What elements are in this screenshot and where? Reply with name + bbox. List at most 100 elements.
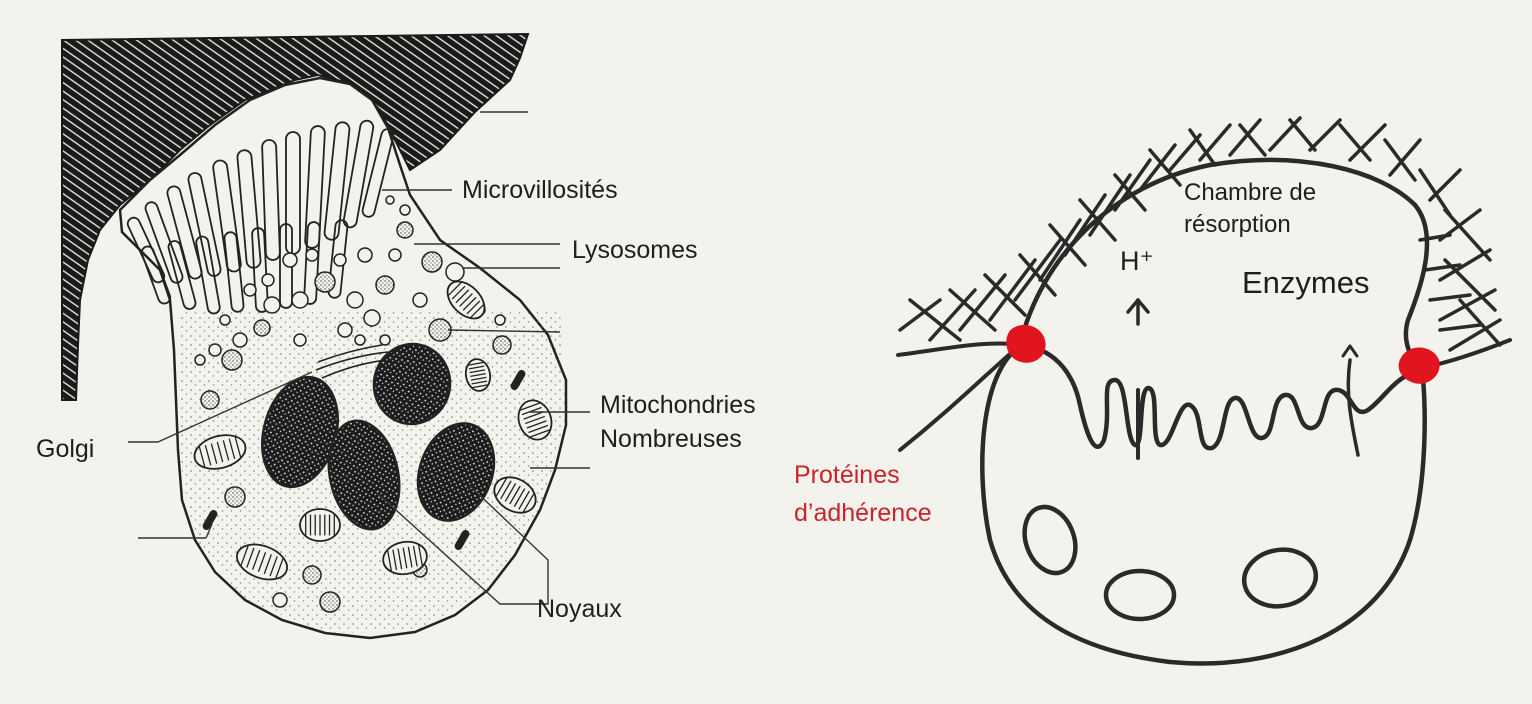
resorption-chamber-outline: [1017, 157, 1430, 371]
adhesion-protein-right: [1398, 347, 1440, 384]
microvillus: [361, 128, 395, 218]
vesicle: [272, 592, 288, 608]
label-resorption-chamber: Chambre de résorption: [1184, 178, 1316, 240]
mitochondrion: [382, 540, 428, 576]
mitochondrion: [493, 476, 537, 514]
microvillus: [342, 119, 375, 229]
vesicle: [421, 251, 443, 273]
hatch-stroke: [1288, 118, 1317, 152]
vesicle: [194, 354, 206, 366]
hatch-stroke: [1038, 218, 1082, 282]
hatch-stroke: [908, 298, 962, 342]
small-organelle: [454, 530, 470, 550]
vesicle: [412, 292, 428, 308]
vesicle: [399, 204, 411, 216]
label-nuclei: Noyaux: [537, 595, 622, 623]
microvillus: [251, 227, 269, 313]
bone-crosshatch: [898, 116, 1502, 352]
microvillus: [140, 245, 172, 305]
vesicle: [293, 333, 307, 347]
vesicle: [354, 334, 366, 346]
vesicle: [375, 275, 395, 295]
vesicle: [261, 273, 275, 287]
hatch-stroke: [1018, 253, 1057, 297]
small-organelle: [202, 510, 218, 530]
vesicle: [243, 283, 257, 297]
resorption-schematic: [896, 116, 1512, 666]
hatch-stroke: [1443, 208, 1492, 262]
nucleus-1: [1022, 504, 1078, 576]
vesicle: [445, 262, 465, 282]
microvillus: [303, 221, 321, 305]
hatch-stroke: [1308, 118, 1342, 152]
vesicle: [428, 318, 452, 342]
hatch-stroke: [1418, 168, 1452, 217]
microvillus: [212, 159, 242, 273]
label-chamber-line1: Chambre de: [1184, 179, 1317, 206]
vesicle: [494, 314, 506, 326]
vesicle: [363, 309, 381, 327]
mitochondrion: [464, 358, 492, 392]
vesicle: [219, 314, 231, 326]
hatch-stroke: [988, 258, 1037, 322]
hatch-stroke: [1448, 318, 1502, 352]
label-chamber-line2: résorption: [1184, 211, 1291, 238]
hatch-stroke: [1268, 116, 1302, 152]
vesicle: [291, 291, 309, 309]
hatch-stroke: [1443, 258, 1497, 312]
hatch-stroke: [1438, 323, 1482, 332]
vesicle: [346, 291, 364, 309]
proton-arrow: [1126, 298, 1150, 460]
vesicle: [314, 271, 336, 293]
enzyme-arrow: [1341, 344, 1360, 457]
vesicle: [379, 334, 391, 346]
vesicle: [224, 486, 246, 508]
mitochondrion: [517, 399, 553, 441]
vesicle: [337, 322, 353, 338]
mitochondrion: [299, 508, 341, 542]
vesicle: [396, 221, 414, 239]
vesicle: [263, 296, 281, 314]
vesicle: [333, 253, 347, 267]
label-enzymes: Enzymes: [1242, 265, 1370, 300]
vesicle: [388, 248, 402, 262]
hatch-stroke: [983, 273, 1027, 317]
hatch-stroke: [1438, 248, 1492, 282]
microvilli-group: [126, 119, 395, 315]
label-mitochondria-line2: Nombreuses: [600, 425, 742, 453]
ruffled-border: [1019, 342, 1425, 451]
vesicle: [385, 195, 395, 205]
leader-lines: [128, 111, 590, 605]
label-lysosomes: Lysosomes: [572, 236, 698, 264]
adhesion-protein-left: [1006, 324, 1046, 363]
vesicle: [282, 252, 298, 268]
label-mitochondria: Mitochondries Nombreuses: [600, 390, 756, 454]
hatch-stroke: [1423, 263, 1462, 272]
hatch-stroke: [898, 298, 942, 332]
vesicle: [232, 332, 248, 348]
nucleus-2: [1103, 568, 1177, 622]
hatch-stroke: [958, 273, 1007, 332]
microvillus: [195, 235, 221, 315]
label-golgi: Golgi: [36, 435, 95, 463]
hatch-stroke: [1338, 123, 1372, 162]
mitochondrion: [193, 434, 247, 470]
hatch-stroke: [1113, 173, 1147, 212]
hatch-stroke: [1048, 223, 1087, 267]
label-microvilli: Microvillosités: [462, 176, 618, 204]
osteoclast-cell-diagram: [61, 32, 590, 640]
vesicle: [492, 335, 512, 355]
hatch-stroke: [948, 288, 997, 332]
osteoclast-outline: [980, 342, 1427, 666]
microvillus: [223, 231, 245, 313]
hatch-stroke: [1138, 143, 1177, 192]
vesicle: [302, 565, 322, 585]
microvillus: [323, 121, 351, 241]
hatch-stroke: [1198, 123, 1232, 162]
mitochondrion: [446, 280, 486, 320]
hatch-stroke: [1388, 138, 1422, 177]
hatch-stroke: [1228, 118, 1262, 157]
microvillus: [304, 125, 326, 249]
